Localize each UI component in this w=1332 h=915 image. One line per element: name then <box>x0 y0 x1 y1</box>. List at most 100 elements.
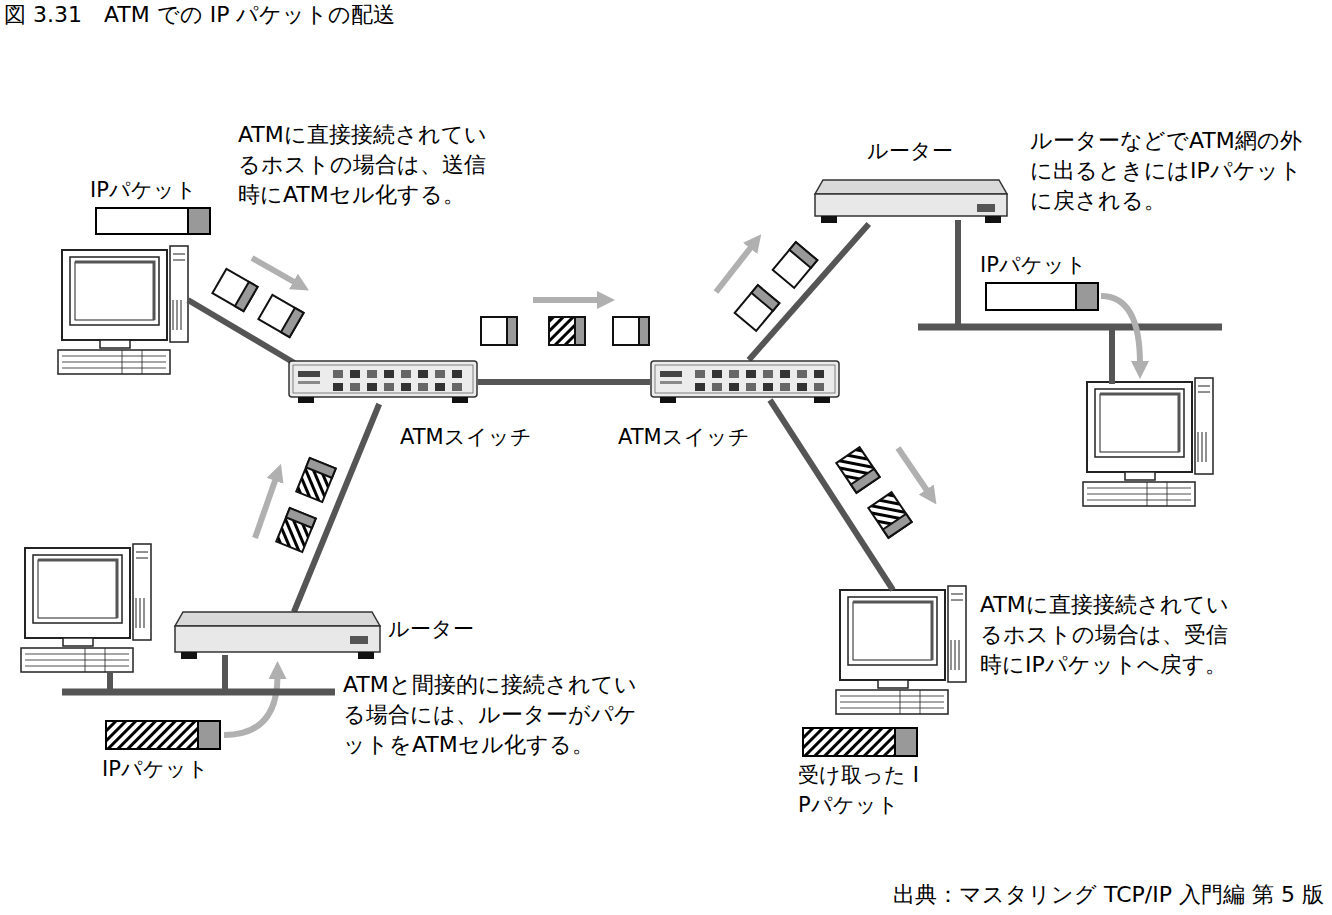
atm-cells <box>212 242 911 552</box>
device-label: IPパケット <box>90 175 197 205</box>
atm-cells-part-part <box>789 242 817 268</box>
router-shape <box>815 180 1007 224</box>
device-label: ATMスイッチ <box>400 422 532 452</box>
atm-cells-part-part <box>212 269 257 311</box>
wires-part <box>955 220 961 327</box>
wires-part <box>222 655 228 692</box>
atm-switch-shape-part <box>401 383 411 391</box>
atm-cells-part-part <box>735 285 780 331</box>
router-shape-part <box>815 180 1007 194</box>
atm-switch-shape-part <box>695 383 705 391</box>
atm-switch-shape-part <box>729 370 739 378</box>
router-shape-part <box>175 626 380 652</box>
atm-switch-shape <box>650 360 840 404</box>
ip-packet-shape-part <box>106 721 220 749</box>
hosts-part <box>21 544 151 672</box>
atm-switch-shape-part <box>729 383 739 391</box>
atm-switch-shape-part <box>695 370 705 378</box>
atm-switch-shape-part <box>435 383 445 391</box>
atm-switch-shape-part <box>384 370 394 378</box>
atm-cells-part-part <box>235 282 258 311</box>
flow-arrows-part <box>898 448 928 492</box>
router-shape-part <box>350 636 368 644</box>
atm-switch-shape-part <box>797 370 807 378</box>
router: ルーター <box>815 180 1007 224</box>
device-label: ATMスイッチ <box>618 422 750 452</box>
atm-cells-part-part <box>286 508 316 528</box>
atm-switch-shape-part <box>298 397 314 403</box>
atm-switch-shape-part <box>651 361 839 397</box>
atm-cells-part <box>296 458 335 502</box>
ip-packet-shape <box>802 727 918 757</box>
atm-switch-shape-part <box>452 370 462 378</box>
atm-cells-part-part <box>258 295 303 337</box>
flow-arrows-part <box>255 478 276 538</box>
router-shape-part <box>821 216 837 223</box>
atm-switch-shape-part <box>660 397 676 403</box>
atm-switch-shape-part <box>452 383 462 391</box>
figure-title: 図 3.31 ATM での IP パケットの配送 <box>4 0 395 30</box>
callout-note: ルーターなどでATM網の外に出るときにはIPパケットに戻される。 <box>1030 126 1305 216</box>
flow-arrows-part <box>533 297 600 303</box>
atm-switch-shape-part <box>746 370 756 378</box>
atm-switch-shape-part <box>367 370 377 378</box>
atm-cells-part-part <box>306 458 336 478</box>
atm-switch-shape-part <box>763 370 773 378</box>
flow-arrows <box>252 246 1140 538</box>
router-shape-part <box>358 652 374 659</box>
device-label: ルーター <box>867 136 953 166</box>
atm-switch: ATMスイッチ <box>288 360 478 404</box>
atm-switch-shape-part <box>367 383 377 391</box>
callout-note: ATMに直接接続されているホストの場合は、受信時にIPパケットへ戻す。 <box>980 590 1230 680</box>
atm-cells-part <box>212 269 257 311</box>
callout-note: ATMと間接的に接続されている場合には、ルーターがパケットをATMセル化する。 <box>343 670 638 760</box>
hosts-part <box>1083 378 1213 506</box>
ip-packet-shape-part <box>1076 283 1098 310</box>
network-link <box>294 404 379 612</box>
atm-switch-shape-part <box>797 383 807 391</box>
atm-switch-shape-part <box>333 370 343 378</box>
atm-switch-shape-part <box>712 370 722 378</box>
atm-switch-shape-part <box>333 383 343 391</box>
atm-cells-part-part <box>751 285 779 311</box>
atm-cells-part-part <box>851 469 880 493</box>
atm-switch-shape-part <box>289 361 477 397</box>
atm-switch-shape <box>288 360 478 404</box>
flow-arrows-part <box>1101 296 1140 364</box>
atm-cells-part <box>258 295 303 337</box>
atm-cells-part-part <box>836 447 879 493</box>
atm-cells-part-part <box>296 458 335 502</box>
atm-switch-shape-part <box>384 383 394 391</box>
wires-part <box>1109 327 1115 384</box>
router: ルーター <box>175 612 380 660</box>
ip-packet-shape-part <box>198 721 220 749</box>
device-label: IPパケット <box>102 754 209 784</box>
atm-switch-shape-part <box>660 381 682 384</box>
atm-cells-part <box>613 317 649 345</box>
wires-part <box>770 400 893 590</box>
router-shape <box>175 612 380 660</box>
router-shape-part <box>985 216 1001 223</box>
atm-switch-shape-part <box>814 383 824 391</box>
atm-switch-shape-part <box>746 383 756 391</box>
wires <box>62 220 1222 692</box>
router-shape-part <box>977 204 995 212</box>
atm-switch-shape-part <box>418 383 428 391</box>
ip-packet: IPパケット <box>985 282 1099 311</box>
network-link <box>478 379 650 385</box>
ip-packet-shape <box>95 207 211 235</box>
atm-switch-shape-part <box>780 383 790 391</box>
atm-switch-shape-part <box>401 370 411 378</box>
atm-cells-part <box>549 317 585 345</box>
atm-cells-part-part <box>276 508 315 552</box>
network-link <box>749 224 869 360</box>
ip-packet: IPパケット <box>95 207 211 235</box>
atm-cells-part <box>481 317 517 345</box>
ip-packet-shape-part <box>96 208 210 234</box>
atm-cells-part-part <box>639 317 649 345</box>
ip-packet-shape-part <box>188 208 210 234</box>
router-shape-part <box>815 194 1007 216</box>
atm-cells-part <box>735 285 780 331</box>
ip-packet-shape-part <box>986 283 1098 310</box>
